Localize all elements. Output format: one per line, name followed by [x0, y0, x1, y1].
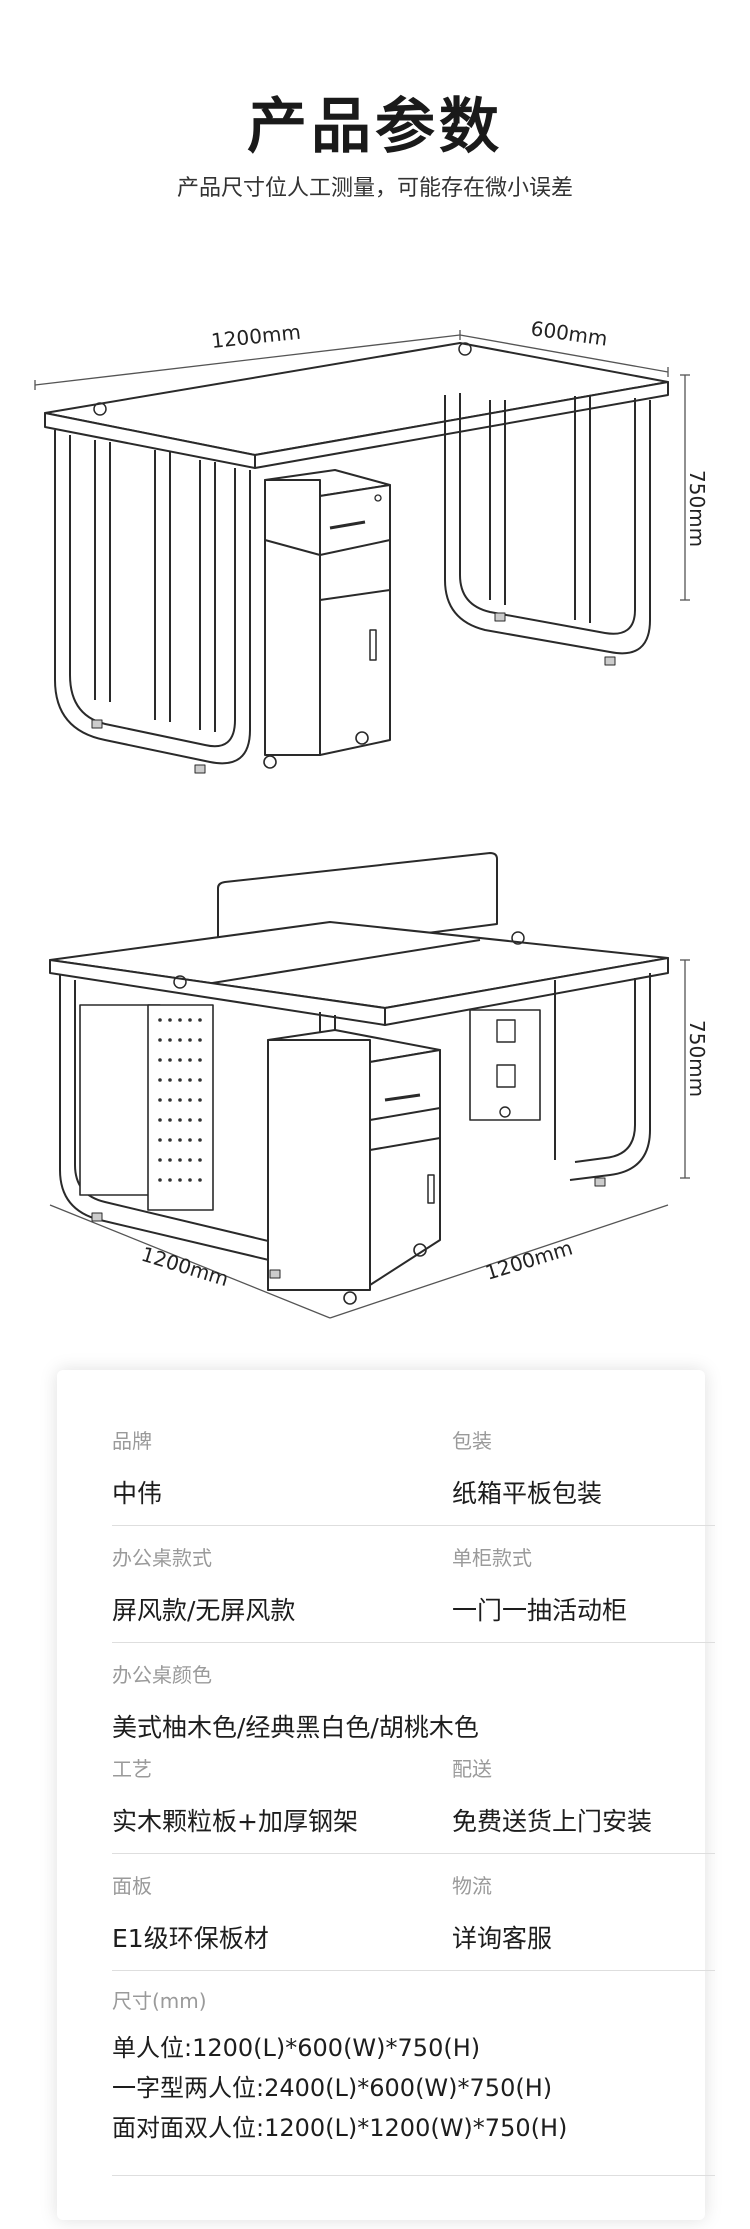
spec-value: 详询客服: [452, 1924, 553, 1953]
spec-value: 纸箱平板包装: [452, 1479, 603, 1508]
spec-label: 尺寸(mm): [112, 1989, 207, 2013]
spec-row-craft: 工艺 实木颗粒板+加厚钢架 配送 免费送货上门安装: [112, 1753, 715, 1854]
length-dimension-label-2: 1200mm: [139, 1242, 232, 1291]
width-dimension-label-2: 1200mm: [482, 1236, 575, 1285]
spec-row-panel: 面板 E1级环保板材 物流 详询客服: [112, 1870, 715, 1971]
height-dimension-label-2: 750mm: [685, 1020, 709, 1097]
dimension-lines-2: [49, 959, 690, 1319]
size-line-single: 单人位:1200(L)*600(W)*750(H): [112, 2034, 481, 2062]
spec-value: 中伟: [112, 1479, 163, 1508]
spec-row-style: 办公桌款式 屏风款/无屏风款 单柜款式 一门一抽活动柜: [112, 1542, 715, 1643]
spec-brand: 品牌 中伟: [112, 1425, 162, 1510]
height-dimension-label: 750mm: [685, 470, 709, 547]
spec-row-color: 办公桌颜色 美式柚木色/经典黑白色/胡桃木色: [112, 1659, 715, 1829]
spec-craft: 工艺 实木颗粒板+加厚钢架: [112, 1753, 358, 1838]
spec-value: 美式柚木色/经典黑白色/胡桃木色: [112, 1713, 479, 1742]
spec-delivery: 配送 免费送货上门安装: [452, 1753, 652, 1838]
spec-label: 品牌: [112, 1429, 152, 1453]
single-desk-drawing: 1200mm 600mm 750mm: [0, 300, 750, 800]
spec-panel: 面板 E1级环保板材: [112, 1870, 269, 1955]
spec-row-size: 尺寸(mm) 单人位:1200(L)*600(W)*750(H) 一字型两人位:…: [112, 1985, 715, 2176]
spec-label: 单柜款式: [452, 1546, 532, 1570]
length-dimension-label: 1200mm: [210, 320, 302, 353]
spec-label: 面板: [112, 1874, 152, 1898]
spec-label: 办公桌颜色: [112, 1663, 212, 1687]
spec-size: 尺寸(mm) 单人位:1200(L)*600(W)*750(H) 一字型两人位:…: [112, 1985, 567, 2148]
spec-packaging: 包装 纸箱平板包装: [452, 1425, 602, 1510]
spec-logistics: 物流 详询客服: [452, 1870, 552, 1955]
spec-row-brand: 品牌 中伟 包装 纸箱平板包装: [112, 1425, 715, 1526]
spec-label: 包装: [452, 1429, 492, 1453]
size-line-linear-double: 一字型两人位:2400(L)*600(W)*750(H): [112, 2074, 553, 2102]
spec-label: 配送: [452, 1757, 492, 1781]
page-title: 产品参数: [247, 92, 503, 162]
size-line-face-to-face: 面对面双人位:1200(L)*1200(W)*750(H): [112, 2114, 568, 2142]
spec-label: 物流: [452, 1874, 492, 1898]
spec-value: 实木颗粒板+加厚钢架: [112, 1807, 358, 1836]
spec-value: E1级环保板材: [112, 1924, 269, 1953]
spec-label: 工艺: [112, 1757, 152, 1781]
page-subtitle: 产品尺寸位人工测量，可能存在微小误差: [176, 176, 573, 201]
double-desk-drawing: 1200mm 1200mm 750mm: [0, 840, 750, 1340]
spec-value: 免费送货上门安装: [452, 1807, 653, 1836]
spec-desk-color: 办公桌颜色 美式柚木色/经典黑白色/胡桃木色: [112, 1659, 479, 1744]
spec-desk-style: 办公桌款式 屏风款/无屏风款: [112, 1542, 295, 1627]
dimension-lines: [34, 330, 690, 601]
spec-cabinet-style: 单柜款式 一门一抽活动柜: [452, 1542, 627, 1627]
spec-value: 屏风款/无屏风款: [112, 1596, 296, 1625]
depth-dimension-label: 600mm: [529, 316, 609, 351]
spec-label: 办公桌款式: [112, 1546, 212, 1570]
spec-card: 品牌 中伟 包装 纸箱平板包装 办公桌款式 屏风款/无屏风款 单柜款式 一门一抽…: [57, 1370, 715, 2220]
spec-value: 一门一抽活动柜: [452, 1596, 628, 1625]
